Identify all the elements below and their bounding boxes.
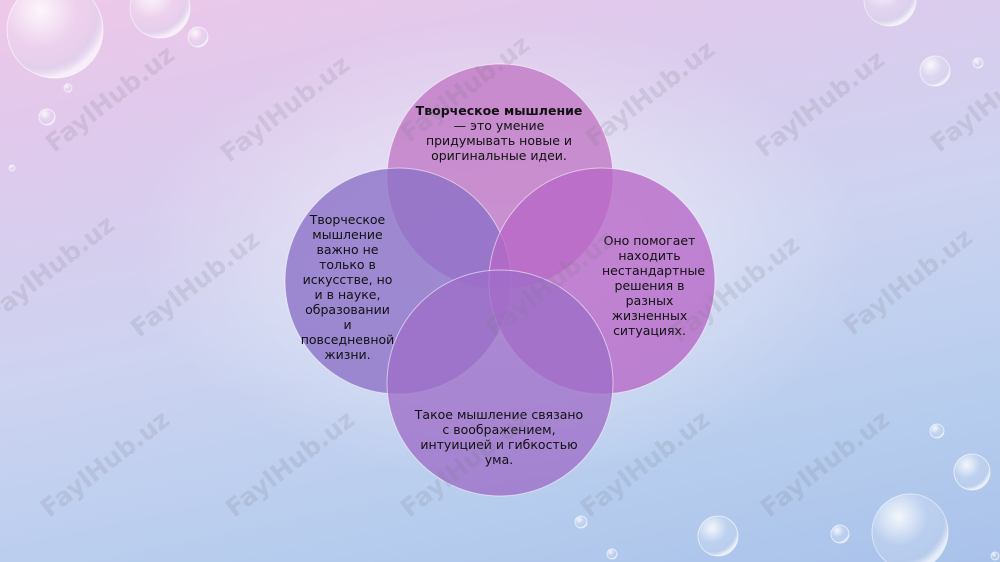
venn-text-bottom: Такое мышление связано с воображением, и… [414,407,584,467]
bubble-decoration [990,551,1000,561]
bubble-decoration [697,515,739,557]
bubble-decoration [830,524,850,544]
venn-text-left: Творческое мышление важно не только в ис… [300,212,395,362]
venn-circle-bottom [386,269,614,497]
bubble-decoration [6,0,104,79]
bubble-decoration [129,0,191,39]
bubble-decoration [929,423,945,439]
venn-text-top-rest: — это умение придумывать новые и оригина… [425,118,573,163]
bubble-decoration [187,26,209,48]
bubble-decoration [953,453,991,491]
venn-text-right: Оно помогает находить нестандартные реше… [602,233,706,338]
venn-text-top: Творческое мышление — это умение придумы… [410,103,588,163]
bubble-decoration [606,548,618,560]
bubble-decoration [919,55,951,87]
bubble-decoration [8,164,16,172]
bubble-decoration [871,493,949,562]
bubble-decoration [38,108,56,126]
bubble-group-left [6,0,209,172]
venn-text-top-bold: Творческое мышление [415,103,583,118]
bubble-decoration [63,83,73,93]
bubble-decoration [972,57,984,69]
bubble-group-right [574,0,1000,562]
bubble-decoration [863,0,917,27]
bubble-decoration [574,515,588,529]
